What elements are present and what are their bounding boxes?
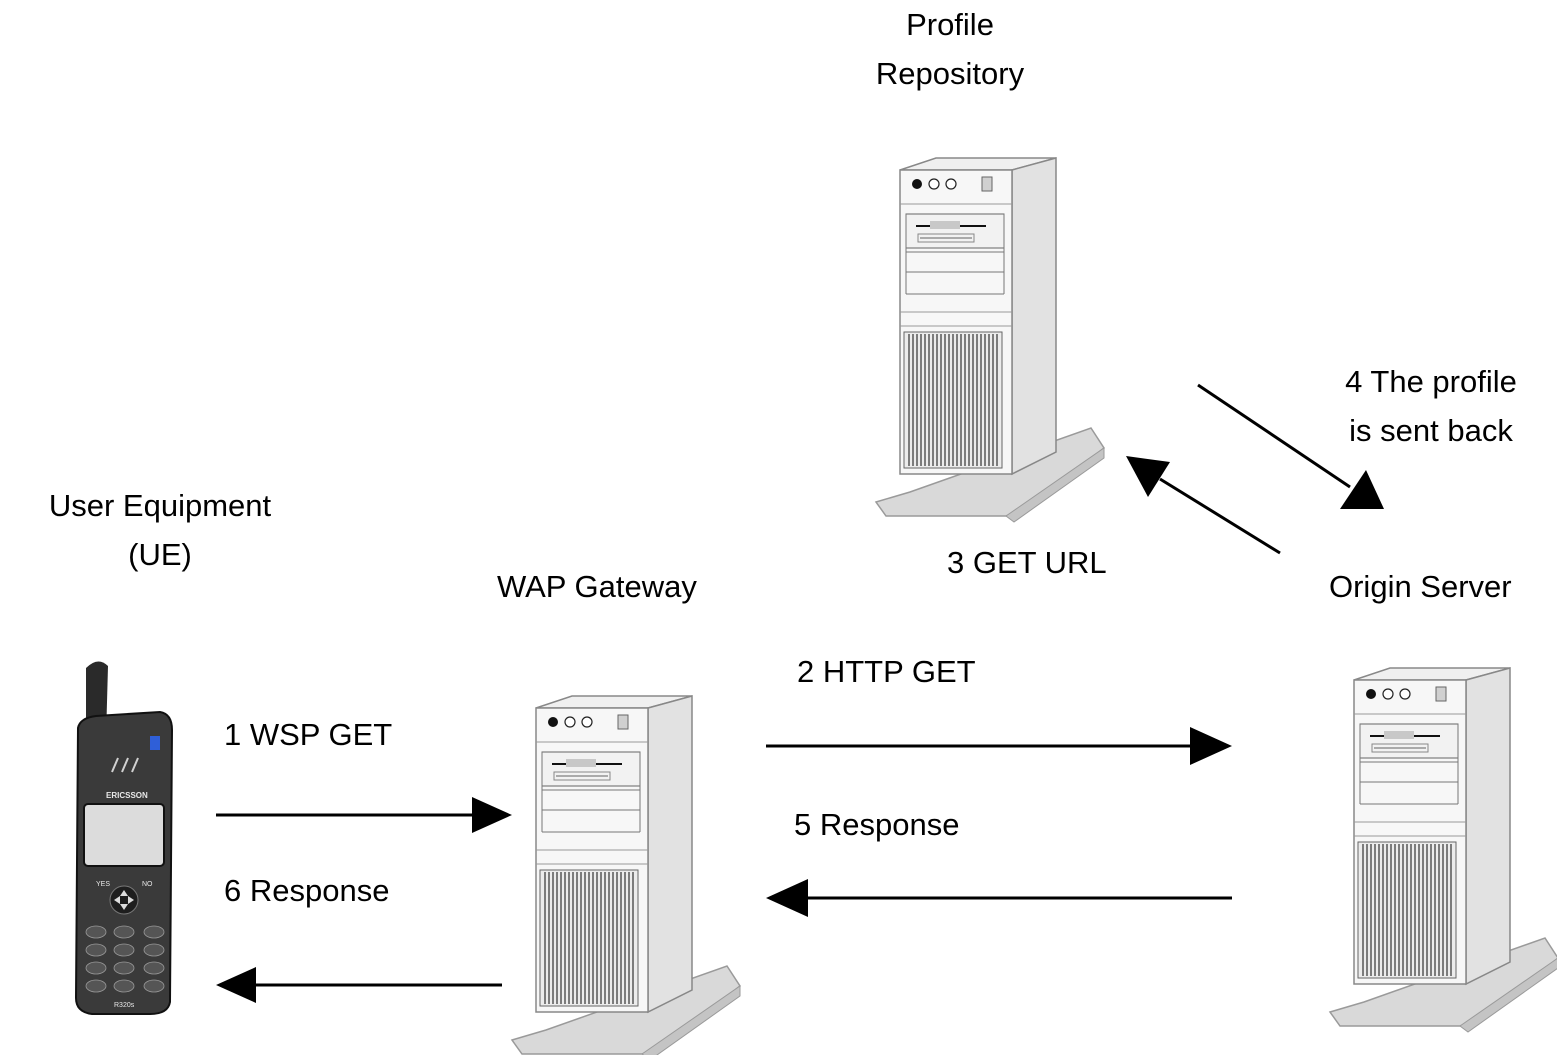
user-equipment-label-line1: User Equipment: [48, 488, 272, 523]
arrow-step3: [1126, 456, 1281, 555]
phone-brand-text: ERICSSON: [106, 791, 148, 800]
step6-label: 6 Response: [224, 873, 390, 908]
step4-label: 4 The profile is sent back: [1320, 357, 1542, 455]
step5-label: 5 Response: [794, 807, 960, 842]
origin-server-label: Origin Server: [1329, 569, 1512, 604]
arrow-step4: [1197, 383, 1384, 509]
profile-repository-server-icon: [875, 157, 1105, 523]
profile-repository-label-line1: Profile: [906, 7, 994, 42]
arrow-step2: [766, 727, 1232, 765]
arrow-step1: [216, 797, 512, 833]
step2-label: 2 HTTP GET: [797, 654, 976, 689]
wap-gateway-server-icon: [511, 695, 741, 1055]
arrow-step5: [766, 879, 1232, 917]
arrow-step6: [216, 967, 502, 1003]
step1-label: 1 WSP GET: [224, 717, 393, 752]
phone-no-text: NO: [142, 881, 153, 888]
profile-repository-label-line2: Repository: [875, 56, 1025, 91]
origin-server-icon: [1329, 667, 1557, 1033]
mobile-phone-icon: ERICSSON YES NO R320s: [74, 661, 174, 1015]
phone-model-text: R320s: [114, 1002, 135, 1009]
profile-repository-label: Profile Repository: [850, 0, 1050, 98]
step4-label-line1: 4 The profile: [1345, 364, 1517, 399]
step4-label-line2: is sent back: [1349, 413, 1513, 448]
wap-gateway-label: WAP Gateway: [497, 569, 697, 604]
user-equipment-label: User Equipment (UE): [0, 481, 320, 579]
step3-label: 3 GET URL: [947, 545, 1107, 580]
phone-yes-text: YES: [96, 881, 110, 888]
user-equipment-label-line2: (UE): [128, 537, 192, 572]
